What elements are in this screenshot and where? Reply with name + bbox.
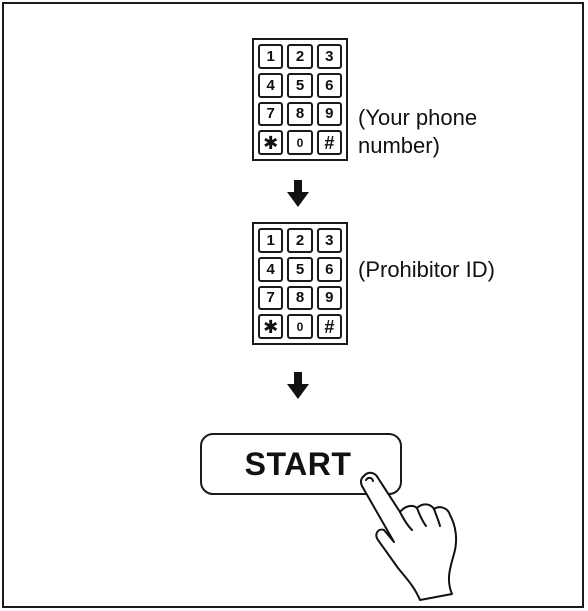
key-7[interactable]: 7 bbox=[258, 101, 284, 127]
key-1[interactable]: 1 bbox=[258, 228, 284, 253]
key-4[interactable]: 4 bbox=[258, 72, 284, 98]
key-hash[interactable]: # bbox=[316, 130, 342, 155]
start-button-label: START bbox=[244, 445, 352, 482]
pointing-hand-icon bbox=[359, 471, 458, 601]
keypad-phone-number[interactable]: 1 2 3 4 5 6 7 8 9 ✱ 0 # bbox=[252, 38, 348, 161]
key-star[interactable]: ✱ bbox=[258, 130, 284, 155]
key-hash[interactable]: # bbox=[316, 314, 342, 339]
key-2[interactable]: 2 bbox=[287, 228, 313, 253]
key-9[interactable]: 9 bbox=[316, 285, 342, 311]
key-star[interactable]: ✱ bbox=[258, 314, 284, 339]
key-0[interactable]: 0 bbox=[287, 314, 313, 339]
key-5[interactable]: 5 bbox=[287, 256, 313, 282]
key-1[interactable]: 1 bbox=[258, 44, 284, 69]
key-6[interactable]: 6 bbox=[316, 256, 342, 282]
down-arrow-icon bbox=[287, 180, 309, 207]
key-6[interactable]: 6 bbox=[316, 72, 342, 98]
key-7[interactable]: 7 bbox=[258, 285, 284, 311]
down-arrow-icon bbox=[287, 372, 309, 399]
step1-label-line1: (Your phone bbox=[358, 105, 478, 130]
keypad-prohibitor-id[interactable]: 1 2 3 4 5 6 7 8 9 ✱ 0 # bbox=[252, 222, 348, 345]
key-5[interactable]: 5 bbox=[287, 72, 313, 98]
key-9[interactable]: 9 bbox=[316, 101, 342, 127]
key-8[interactable]: 8 bbox=[287, 101, 313, 127]
key-8[interactable]: 8 bbox=[287, 285, 313, 311]
step2-label: (Prohibitor ID) bbox=[358, 257, 495, 282]
key-4[interactable]: 4 bbox=[258, 256, 284, 282]
key-2[interactable]: 2 bbox=[287, 44, 313, 69]
key-0[interactable]: 0 bbox=[287, 130, 313, 155]
key-3[interactable]: 3 bbox=[316, 44, 342, 69]
step1-label-line2: number) bbox=[358, 133, 440, 158]
key-3[interactable]: 3 bbox=[316, 228, 342, 253]
